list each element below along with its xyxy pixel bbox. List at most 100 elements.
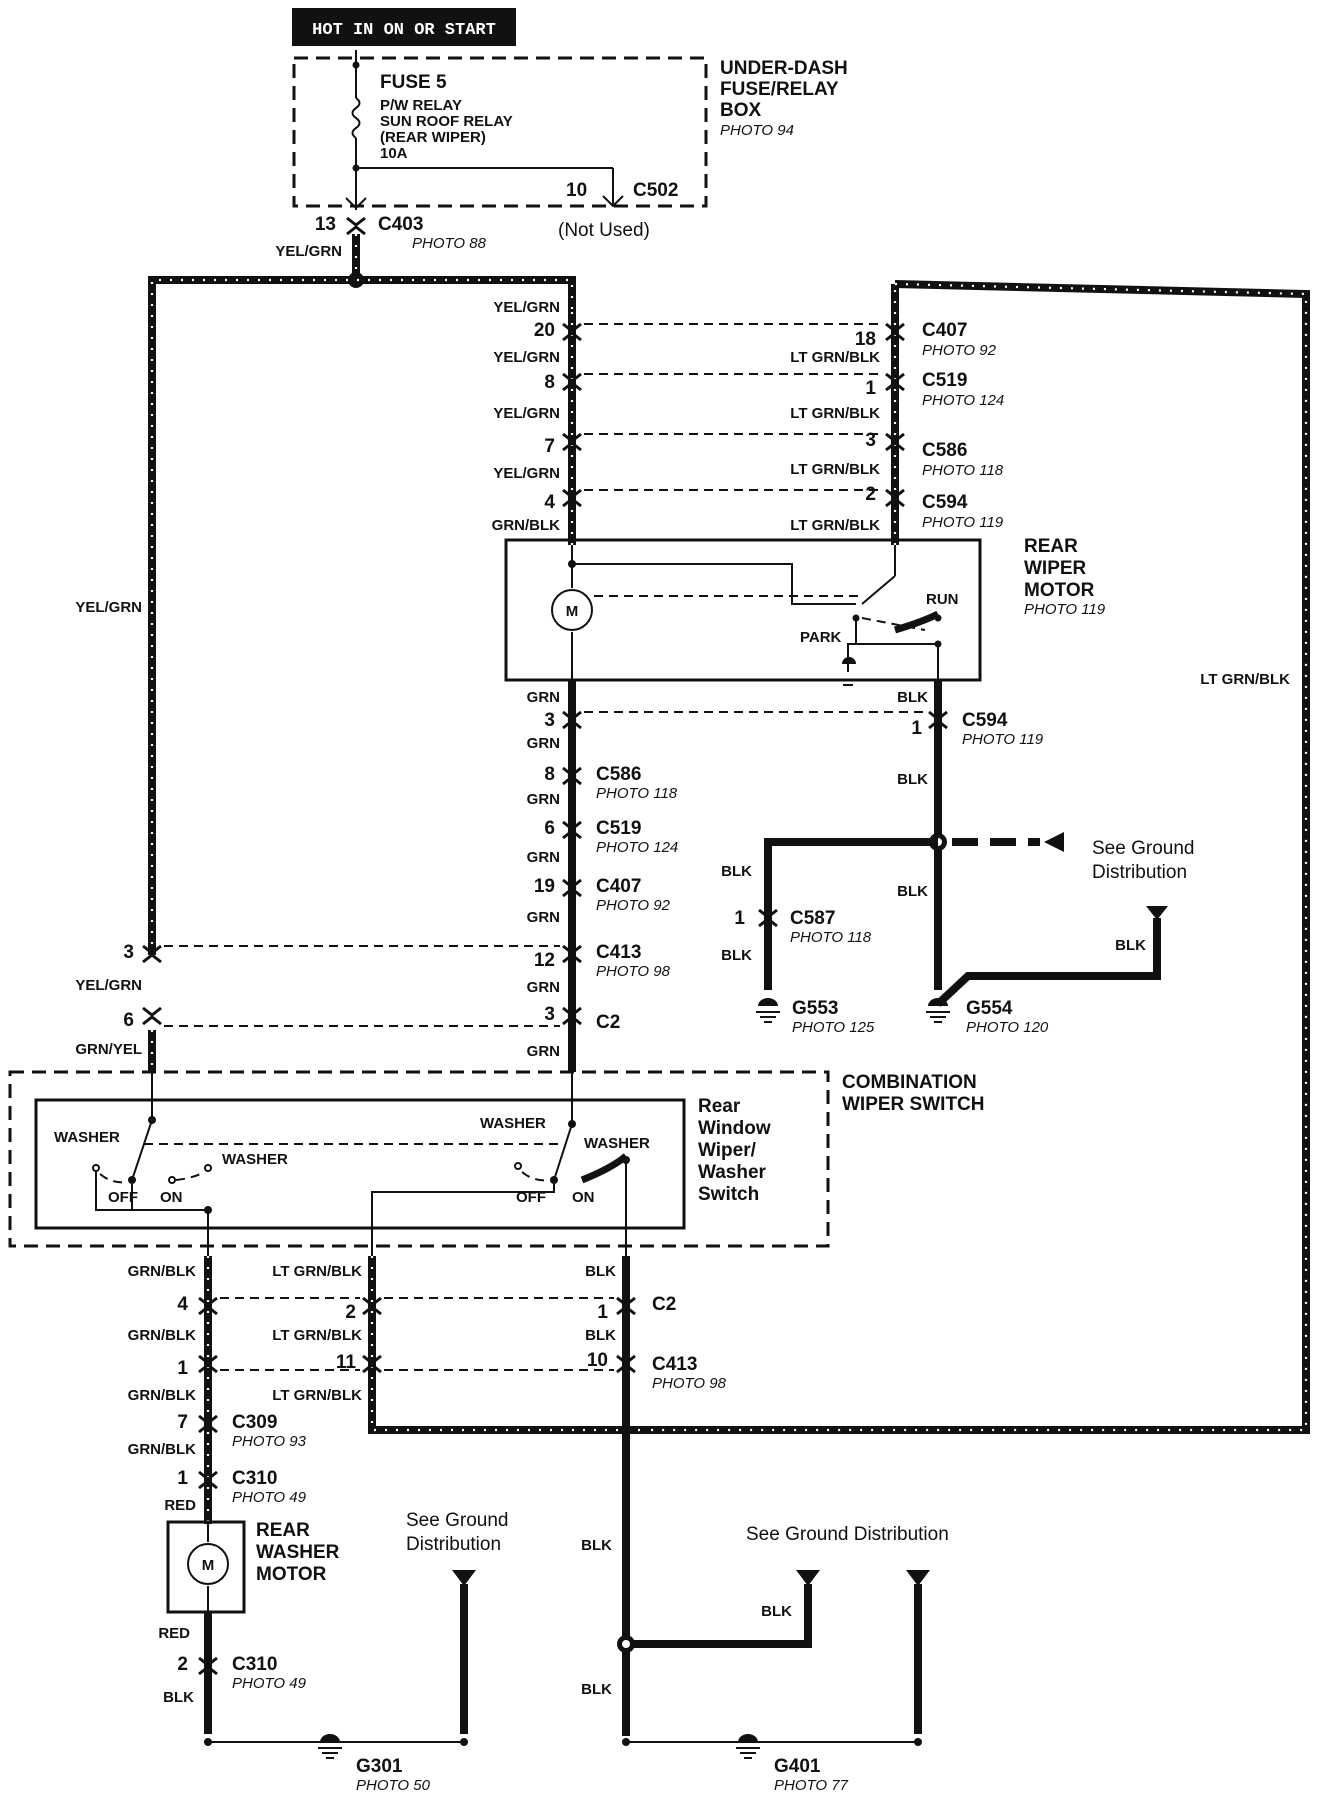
switch-label-3: Wiper/ [698,1140,757,1161]
fuse-name: FUSE 5 [380,72,447,93]
fuse-line-2: SUN ROOF RELAY [380,113,513,130]
lower-connector-group [561,710,949,1026]
c310a-name: C310 [232,1468,277,1489]
c413-upper-name: C413 [596,942,641,963]
c519-lower-name: C519 [596,818,641,839]
fuse-box-photo: PHOTO 94 [720,122,794,139]
fuse-box-title-2: FUSE/RELAY [720,79,839,100]
c586-lower-name: C586 [596,764,641,785]
wiper-motor-title-1: REAR [1024,536,1078,557]
left-conn-wire-2: GRN/YEL [75,1041,142,1058]
c407-lwire-below: YEL/GRN [493,349,560,366]
c594-gnd-pin: 1 [911,718,922,739]
c413-lower-pin-3: 10 [587,1350,608,1371]
left-conn-pin-1: 3 [123,942,134,963]
g401-ground-icon [735,1733,761,1759]
c413-upper-wire: GRN [527,979,560,996]
c309-wire: GRN/BLK [128,1441,196,1458]
ground-bottom-see-2: See Ground Distribution [746,1524,949,1545]
c413-upper-pin: 12 [534,950,555,971]
c310a-wire: RED [164,1497,196,1514]
c407-lower-name: C407 [596,876,641,897]
g401-photo: PHOTO 77 [774,1777,849,1794]
motor-out-rwire: BLK [897,689,928,706]
c2-pin-1: 4 [177,1294,188,1315]
left-washer-label-2: WASHER [222,1151,288,1168]
c310a-photo: PHOTO 49 [232,1489,307,1506]
wiper-motor-title-3: MOTOR [1024,580,1095,601]
ground-bottom-blk-b: BLK [761,1603,792,1620]
c407-rwire: LT GRN/BLK [790,349,880,366]
washer-motor-title-2: WASHER [256,1542,340,1563]
c594-photo: PHOTO 119 [922,514,1004,531]
fuse-rating: 10A [380,145,408,162]
c403-photo: PHOTO 88 [412,235,487,252]
wiper-motor-photo: PHOTO 119 [1024,601,1106,618]
fuse-box [292,56,708,208]
right-washer-label-1: WASHER [480,1115,546,1132]
ground-mid-see: See Ground [1092,838,1194,859]
c519-lower-photo: PHOTO 124 [596,839,678,856]
c2-upper-name: C2 [596,1012,620,1033]
c310b-wire: BLK [163,1689,194,1706]
g553-name: G553 [792,998,838,1019]
c2-pin-3: 1 [597,1302,608,1323]
combo-title-1: COMBINATION [842,1072,977,1093]
c2-lower-name: C2 [652,1294,676,1315]
upper-connector-group [561,322,906,508]
washer-motor-wire: RED [158,1625,190,1642]
left-off-label: OFF [108,1189,138,1206]
c587-name: C587 [790,908,835,929]
c413-lower-name: C413 [652,1354,697,1375]
c407-lpin: 20 [534,320,555,341]
c310b-name: C310 [232,1654,277,1675]
ground-dist-arrow-4 [796,1570,820,1586]
ground-mid-wire-a: BLK [721,863,752,880]
c587-photo: PHOTO 118 [790,929,872,946]
c407-rpin: 18 [855,329,876,350]
c310b-photo: PHOTO 49 [232,1675,307,1692]
c2-upper-wire: GRN [527,1043,560,1060]
c413-lower-pin-1: 1 [177,1358,188,1379]
c502-note: (Not Used) [558,220,650,241]
c594-gnd-photo: PHOTO 119 [962,731,1044,748]
c407-name: C407 [922,320,967,341]
c2-upper-pin: 3 [544,1004,555,1025]
g401-name: G401 [774,1756,821,1777]
c413-upper-photo: PHOTO 98 [596,963,671,980]
motor-out-lwire: GRN [527,689,560,706]
c502-name: C502 [633,180,678,201]
c586-lower-wire: GRN [527,791,560,808]
c586-lpin: 7 [544,436,555,457]
washer-motor-icon [187,1543,229,1585]
c403-wire: YEL/GRN [275,243,342,260]
switch-label-4: Washer [698,1162,767,1183]
c2-pin-2: 2 [345,1302,356,1323]
c403-name: C403 [378,214,423,235]
c586-lwire: YEL/GRN [493,465,560,482]
c309-pin: 7 [177,1412,188,1433]
fuse-box-title-1: UNDER-DASH [720,58,848,79]
motor-conn-pin: 3 [544,710,555,731]
ground-mid-wire-d: BLK [721,947,752,964]
c519-rwire: LT GRN/BLK [790,405,880,422]
c519-rpin: 1 [865,378,876,399]
right-run-wire: LT GRN/BLK [1200,671,1290,688]
fuse-line-3: (REAR WIPER) [380,129,486,146]
wiper-run-label: RUN [926,591,959,608]
c519-lpin: 8 [544,372,555,393]
fuse-symbol [351,97,361,139]
right-washer-label-2: WASHER [584,1135,650,1152]
c587-pin: 1 [734,908,745,929]
bottom-wire-mid-2: LT GRN/BLK [272,1327,362,1344]
washer-motor-title-3: MOTOR [256,1564,327,1585]
bottom-wire-top-3: BLK [585,1263,616,1280]
c594-rpin: 2 [865,484,876,505]
right-off-label: OFF [516,1189,546,1206]
ground-bottom-blk-a: BLK [581,1537,612,1554]
bottom-wire-mid-3: BLK [585,1327,616,1344]
combination-switch-box [8,1070,830,1248]
wiper-park-label: PARK [800,629,842,646]
c594-rwire: LT GRN/BLK [790,517,880,534]
c407-photo: PHOTO 92 [922,342,997,359]
